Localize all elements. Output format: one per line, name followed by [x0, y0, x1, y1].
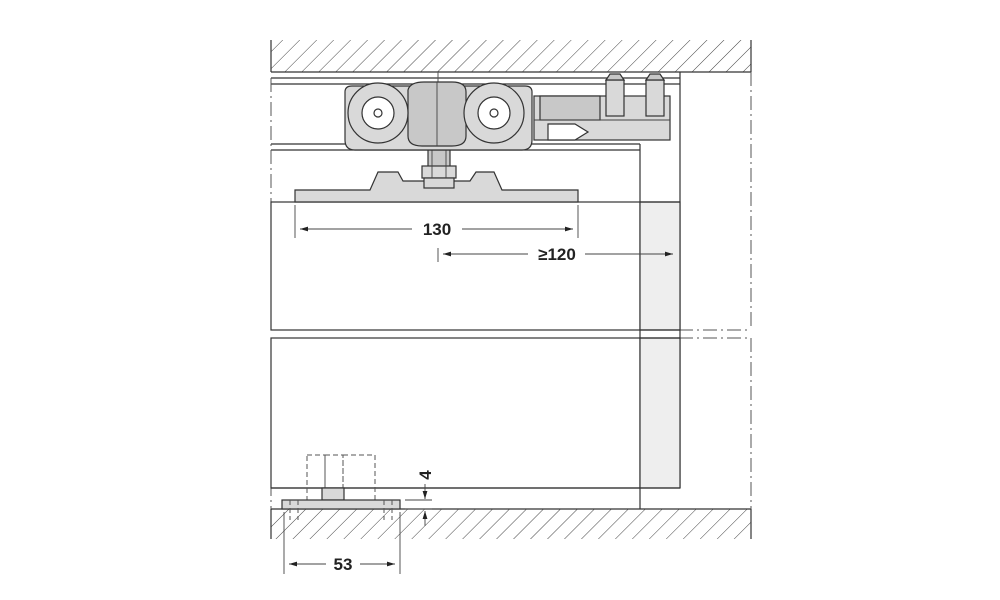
hanger-bolt: [421, 149, 457, 189]
dimension-label-53: 53: [334, 555, 353, 574]
dimension-min-120: ≥120: [437, 245, 673, 264]
floor-guide: [281, 454, 401, 520]
right-roller-wheel: [463, 82, 525, 144]
dimension-label-4: 4: [416, 470, 435, 480]
ceiling-section: [270, 40, 752, 73]
dimension-label-min-120: ≥120: [538, 245, 576, 264]
dimension-130: 130: [294, 205, 579, 239]
floor-section: [270, 508, 752, 539]
dimension-53: 53: [283, 512, 401, 574]
dimension-4: 4: [405, 470, 435, 526]
door-panel: [270, 201, 681, 489]
track-stopper: [533, 73, 671, 141]
left-roller-wheel: [347, 82, 409, 144]
dimension-label-130: 130: [423, 220, 451, 239]
